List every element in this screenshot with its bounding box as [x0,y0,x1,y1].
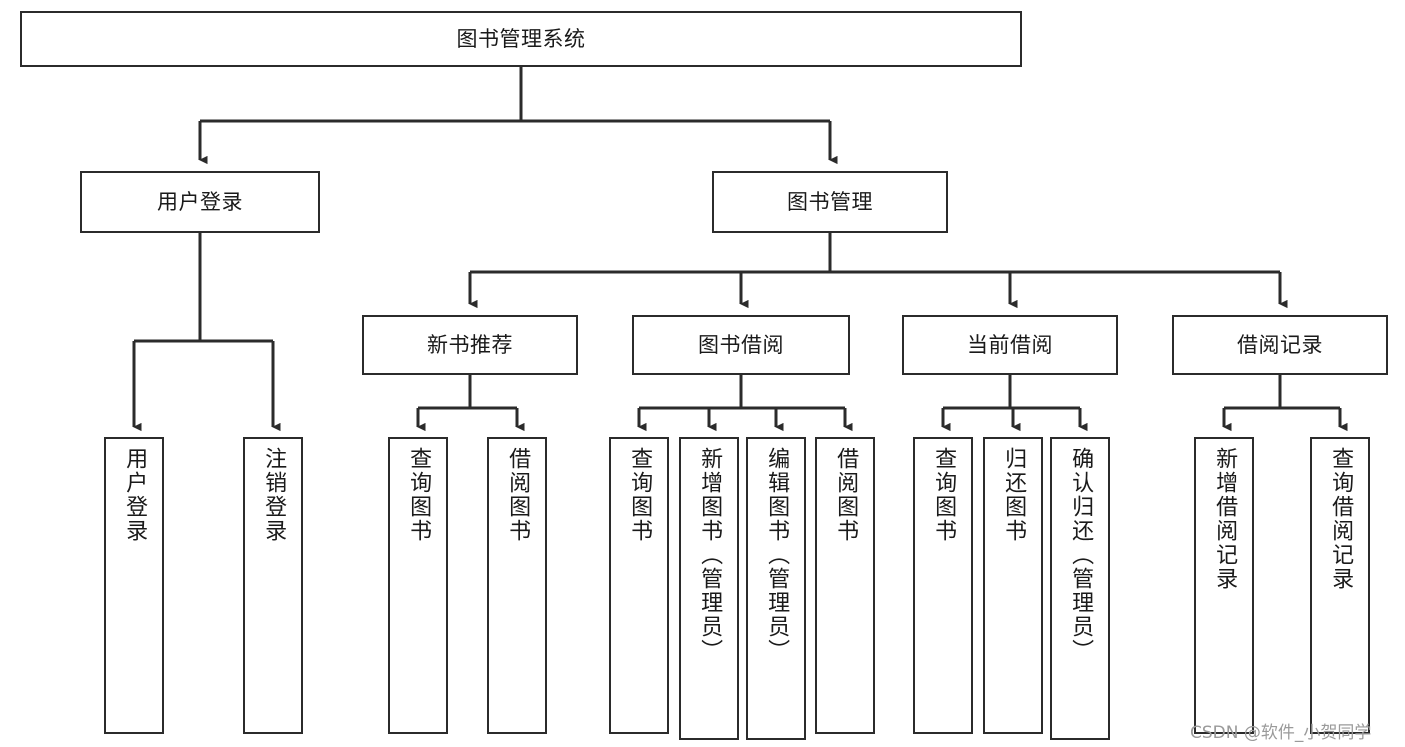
node-leaf-add-record-label: 新增借阅记录 [1212,447,1238,591]
node-leaf-query-book-borrow[interactable]: 查询图书 [609,437,669,734]
node-leaf-query-book-rec-label: 查询图书 [406,447,432,543]
node-new-book-rec-label: 新书推荐 [427,332,513,357]
node-root[interactable]: 图书管理系统 [20,11,1022,67]
node-leaf-add-record[interactable]: 新增借阅记录 [1194,437,1254,734]
node-leaf-query-book-rec[interactable]: 查询图书 [388,437,448,734]
node-leaf-borrow-book-rec-label: 借阅图书 [505,447,531,543]
node-leaf-logout-label: 注销登录 [261,447,287,543]
node-leaf-user-login-label: 用户登录 [122,447,148,543]
node-book-manage[interactable]: 图书管理 [712,171,948,233]
node-leaf-query-book-borrow-label: 查询图书 [627,447,653,543]
node-leaf-edit-book[interactable]: 编辑图书（管理员） [746,437,806,740]
node-book-manage-label: 图书管理 [787,189,873,214]
node-leaf-query-book-current[interactable]: 查询图书 [913,437,973,734]
node-leaf-return-book[interactable]: 归还图书 [983,437,1043,734]
node-leaf-query-record[interactable]: 查询借阅记录 [1310,437,1370,734]
node-leaf-borrow-book-label: 借阅图书 [833,447,859,543]
node-borrow-record[interactable]: 借阅记录 [1172,315,1388,375]
node-user-login[interactable]: 用户登录 [80,171,320,233]
node-current-borrow[interactable]: 当前借阅 [902,315,1118,375]
node-book-borrow-label: 图书借阅 [698,332,784,357]
node-leaf-query-record-label: 查询借阅记录 [1328,447,1354,591]
node-user-login-label: 用户登录 [157,189,243,214]
node-leaf-borrow-book-rec[interactable]: 借阅图书 [487,437,547,734]
node-leaf-edit-book-label: 编辑图书（管理员） [764,447,790,663]
node-leaf-confirm-return-label: 确认归还（管理员） [1068,447,1094,663]
node-leaf-query-book-current-label: 查询图书 [931,447,957,543]
node-root-label: 图书管理系统 [456,26,586,51]
node-leaf-logout[interactable]: 注销登录 [243,437,303,734]
node-leaf-borrow-book[interactable]: 借阅图书 [815,437,875,734]
node-leaf-add-book[interactable]: 新增图书（管理员） [679,437,739,740]
node-leaf-confirm-return[interactable]: 确认归还（管理员） [1050,437,1110,740]
node-borrow-record-label: 借阅记录 [1237,332,1323,357]
node-leaf-user-login[interactable]: 用户登录 [104,437,164,734]
node-book-borrow[interactable]: 图书借阅 [632,315,850,375]
node-current-borrow-label: 当前借阅 [967,332,1053,357]
node-leaf-return-book-label: 归还图书 [1001,447,1027,543]
node-leaf-add-book-label: 新增图书（管理员） [697,447,723,663]
node-new-book-rec[interactable]: 新书推荐 [362,315,578,375]
watermark-text: CSDN @软件_小贺同学 [1190,723,1372,743]
